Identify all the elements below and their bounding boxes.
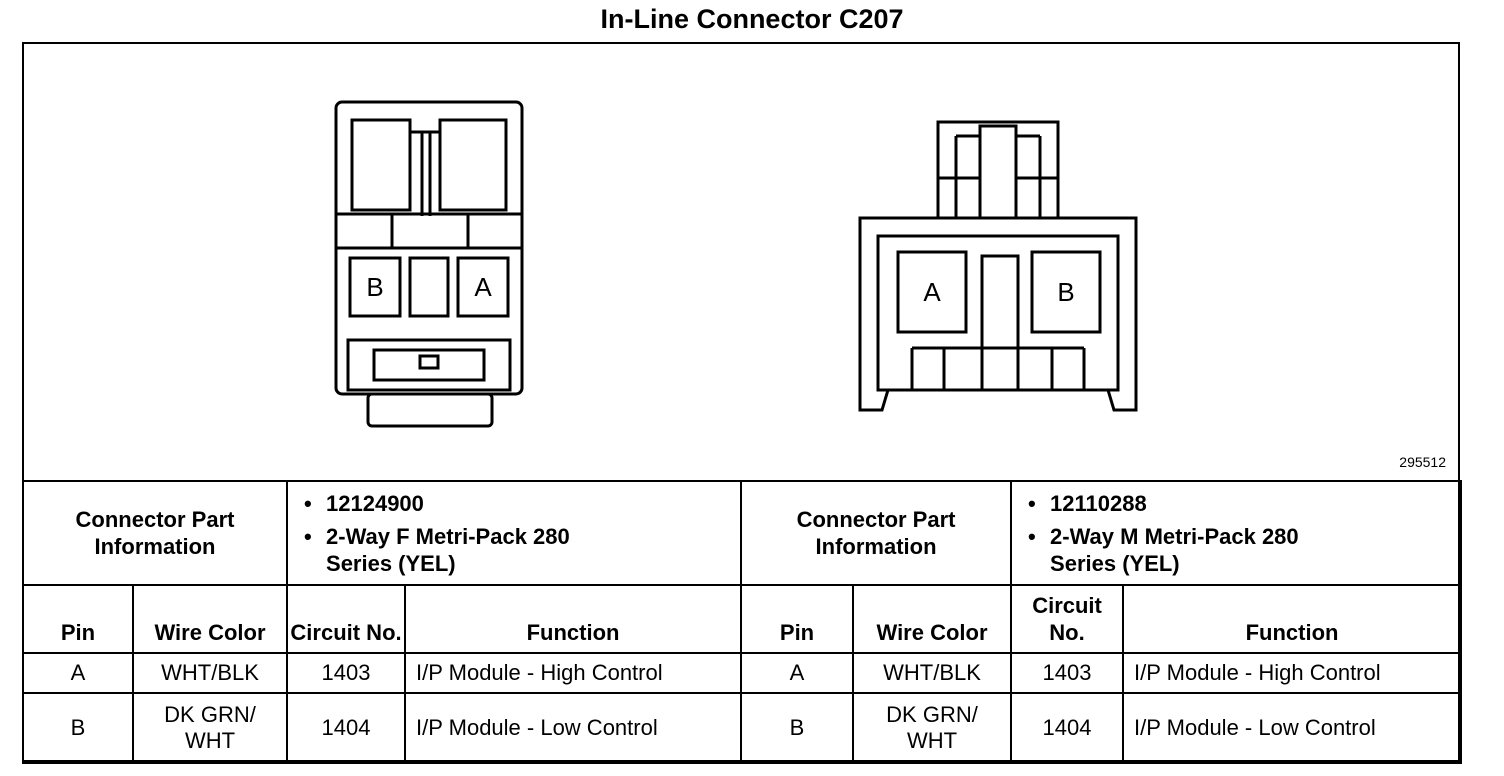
- pin-cell: A: [740, 652, 855, 694]
- female-pin-label-a: A: [474, 272, 492, 302]
- circuit-cell: 1404: [1010, 692, 1125, 764]
- male-pin-cavity-b: [1030, 250, 1102, 334]
- page-title: In-Line Connector C207: [600, 4, 904, 34]
- column-header-function-2: Function: [1122, 584, 1463, 654]
- column-header-circuit-2: Circuit No.: [1010, 584, 1125, 654]
- male-pin-label-a: A: [923, 277, 941, 307]
- part-number-2: 12110288: [1028, 490, 1460, 517]
- pin-cell: B: [740, 692, 855, 764]
- connector-part-info-label-2: Connector Part Information: [740, 480, 1013, 586]
- function-cell: I/P Module - Low Control: [1122, 692, 1463, 764]
- part-description-1: 2-Way F Metri-Pack 280 Series (YEL): [304, 523, 586, 577]
- wire-color-cell: DK GRN/ WHT: [131, 692, 289, 764]
- pin-cell: A: [22, 652, 134, 694]
- wire-color-cell: WHT/BLK: [852, 652, 1013, 694]
- connector-part-info-label-1: Connector Part Information: [21, 480, 289, 586]
- column-header-pin-1: Pin: [22, 584, 134, 654]
- female-pin-cavity-b: [348, 256, 402, 318]
- female-pin-label-b: B: [366, 272, 383, 302]
- connector-part-details-2: 12110288 2-Way M Metri-Pack 280 Series (…: [1010, 480, 1463, 586]
- connector-part-details-1: 12124900 2-Way F Metri-Pack 280 Series (…: [286, 480, 743, 586]
- wire-color-cell: WHT/BLK: [131, 652, 289, 694]
- part-number-1: 12124900: [304, 490, 740, 517]
- function-cell: I/P Module - High Control: [1122, 652, 1463, 694]
- part-description-2: 2-Way M Metri-Pack 280 Series (YEL): [1028, 523, 1310, 577]
- table-row: A WHT/BLK 1403 I/P Module - High Control…: [22, 652, 1463, 694]
- connector-info-table: Connector Part Information 12124900 2-Wa…: [21, 480, 1463, 764]
- table-row: B DK GRN/ WHT 1404 I/P Module - Low Cont…: [22, 692, 1463, 764]
- function-cell: I/P Module - Low Control: [404, 692, 743, 764]
- male-connector-drawing: A B: [858, 120, 1138, 412]
- wire-color-cell: DK GRN/ WHT: [852, 692, 1013, 764]
- circuit-cell: 1403: [286, 652, 407, 694]
- column-header-row: Pin Wire Color Circuit No. Function Pin …: [22, 584, 1463, 654]
- part-info-row: Connector Part Information 12124900 2-Wa…: [21, 480, 1463, 586]
- column-header-wire-color-2: Wire Color: [852, 584, 1013, 654]
- figure-number: 295512: [1399, 454, 1446, 470]
- circuit-cell: 1404: [286, 692, 407, 764]
- column-header-circuit-1: Circuit No.: [286, 584, 407, 654]
- pin-cell: B: [22, 692, 134, 764]
- male-pin-cavity-a: [896, 250, 968, 334]
- female-pin-cavity-a: [456, 256, 510, 318]
- column-header-pin-2: Pin: [740, 584, 855, 654]
- connector-frame: B A: [21, 42, 1463, 764]
- column-header-wire-color-1: Wire Color: [131, 584, 289, 654]
- female-connector-drawing: B A: [334, 100, 524, 428]
- diagram-area: B A: [24, 44, 1458, 480]
- function-cell: I/P Module - High Control: [404, 652, 743, 694]
- circuit-cell: 1403: [1010, 652, 1125, 694]
- column-header-function-1: Function: [404, 584, 743, 654]
- male-pin-label-b: B: [1057, 277, 1074, 307]
